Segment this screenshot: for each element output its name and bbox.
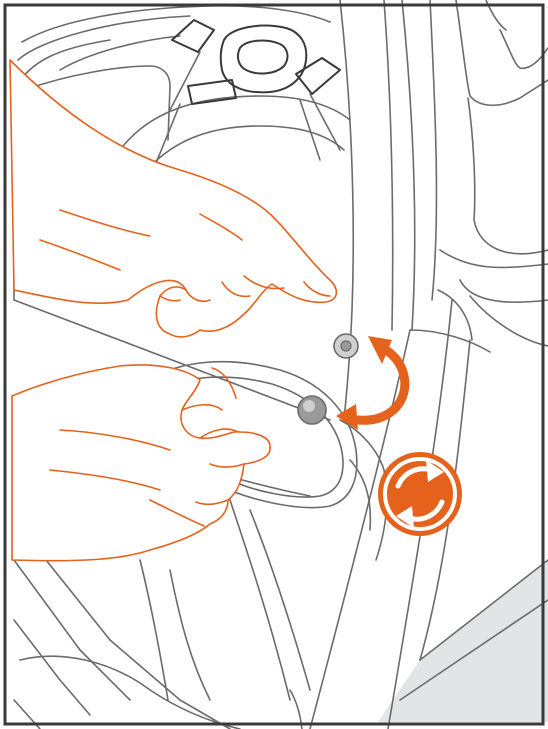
lower-hand xyxy=(12,365,270,561)
bracket-stud xyxy=(298,396,326,424)
frame-hole xyxy=(334,334,358,358)
upper-hand xyxy=(10,60,336,337)
seat-frame xyxy=(14,0,548,729)
illustration-frame xyxy=(5,5,543,724)
harness-buckle xyxy=(170,20,340,150)
rotate-cycle-icon xyxy=(378,452,462,536)
